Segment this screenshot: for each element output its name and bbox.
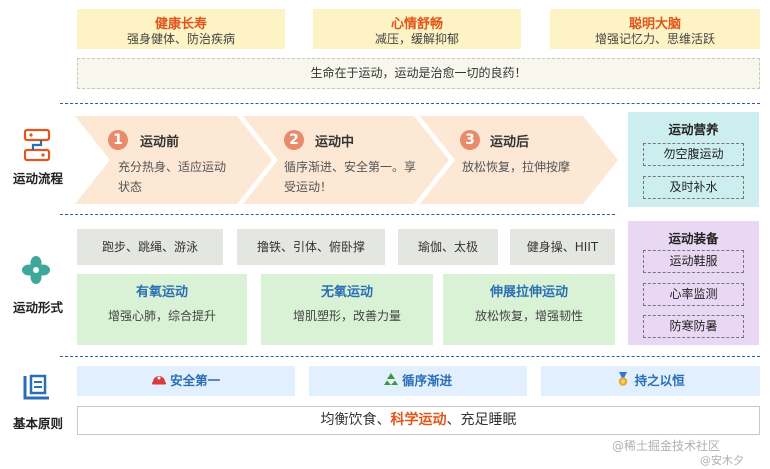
activity-tag: 跑步、跳绳、游泳 [77, 229, 223, 265]
panel-title: 运动营养 [668, 122, 719, 137]
final-text-post: 、充足睡眠 [446, 412, 517, 428]
panel-item: 防寒防暑 [643, 315, 744, 338]
benefit-subtitle: 减压，缓解抑郁 [374, 32, 459, 46]
activity-tag: 撸铁、引体、俯卧撑 [237, 229, 385, 265]
section-divider [60, 103, 760, 104]
watermark-line2: @安木夕 [700, 454, 744, 467]
benefit-title: 健康长寿 [154, 17, 207, 32]
step-number: 2 [284, 130, 304, 150]
step-description-line: 状态 [118, 180, 143, 194]
final-summary: 均衡饮食、科学运动、充足睡眠 [77, 406, 760, 435]
exercise-type-desc: 增强心肺，综合提升 [107, 309, 216, 323]
panel-item: 心率监测 [643, 283, 744, 306]
benefit-card-mood: 心情舒畅 减压，缓解抑郁 [313, 9, 521, 49]
exercise-type-title: 有氧运动 [135, 285, 188, 300]
panel-item: 运动鞋服 [643, 250, 744, 273]
clover-icon [21, 255, 51, 285]
watermark-line1: @稀土掘金技术社区 [612, 439, 721, 453]
principle-persist: 持之以恒 [541, 366, 760, 396]
step-title: 运动前 [140, 135, 180, 150]
activity-tag: 健身操、HIIT [510, 229, 615, 265]
step-number: 3 [460, 130, 480, 150]
step-description-line: 充分热身、适应运动 [118, 160, 227, 174]
panel-item: 及时补水 [643, 176, 744, 199]
step-title: 运动后 [490, 135, 530, 150]
exercise-type-desc: 放松恢复，增强韧性 [474, 309, 583, 323]
principle-gradual: 循序渐进 [309, 366, 527, 396]
exercise-type-desc: 增肌塑形，改善力量 [292, 309, 401, 323]
exercise-type-stretch: 伸展拉伸运动 放松恢复，增强韧性 [443, 274, 615, 345]
process-flow-icon [23, 128, 51, 162]
section-divider [60, 214, 615, 215]
step-description-line: 受运动！ [284, 180, 333, 194]
exercise-type-aerobic: 有氧运动 增强心肺，综合提升 [77, 274, 247, 345]
motto: 生命在于运动，运动是治愈一切的良药！ [77, 58, 760, 89]
exercise-type-title: 无氧运动 [320, 285, 373, 300]
activity-tag: 瑜伽、太极 [398, 229, 498, 265]
benefit-title: 聪明大脑 [628, 17, 681, 32]
equipment-panel: 运动装备 运动鞋服 心率监测 防寒防暑 [628, 221, 759, 345]
final-text-pre: 均衡饮食、 [320, 412, 391, 428]
step-description-line: 循序渐进、安全第一。享 [284, 160, 417, 174]
exercise-type-title: 伸展拉伸运动 [489, 285, 568, 300]
section-label-process: 运动流程 [12, 171, 63, 186]
principle-label: 安全第一 [170, 373, 221, 388]
principle-label: 持之以恒 [634, 373, 685, 388]
recycle-icon [383, 367, 398, 397]
final-text-highlight: 科学运动 [390, 412, 447, 428]
benefit-card-brain: 聪明大脑 增强记忆力、思维活跃 [550, 9, 760, 49]
step-description-line: 放松恢复，拉伸按摩 [462, 160, 571, 174]
helmet-icon [151, 367, 166, 397]
step-number: 1 [108, 130, 128, 150]
benefit-card-health: 健康长寿 强身健体、防治疾病 [77, 9, 285, 49]
exercise-type-anaerobic: 无氧运动 增肌塑形，改善力量 [261, 274, 433, 345]
section-label-forms: 运动形式 [12, 300, 63, 315]
nutrition-panel: 运动营养 勿空腹运动 及时补水 [628, 112, 759, 207]
principle-safety: 安全第一 [77, 366, 295, 396]
document-list-icon [22, 372, 52, 402]
step-title: 运动中 [315, 135, 355, 150]
panel-item: 勿空腹运动 [643, 143, 744, 166]
section-label-principles: 基本原则 [12, 416, 63, 431]
section-divider [60, 356, 760, 357]
benefit-subtitle: 增强记忆力、思维活跃 [594, 32, 715, 46]
medal-icon [616, 367, 630, 397]
benefit-subtitle: 强身健体、防治疾病 [126, 32, 235, 46]
panel-title: 运动装备 [668, 231, 719, 246]
principle-label: 循序渐进 [402, 373, 453, 388]
benefit-title: 心情舒畅 [390, 17, 443, 32]
